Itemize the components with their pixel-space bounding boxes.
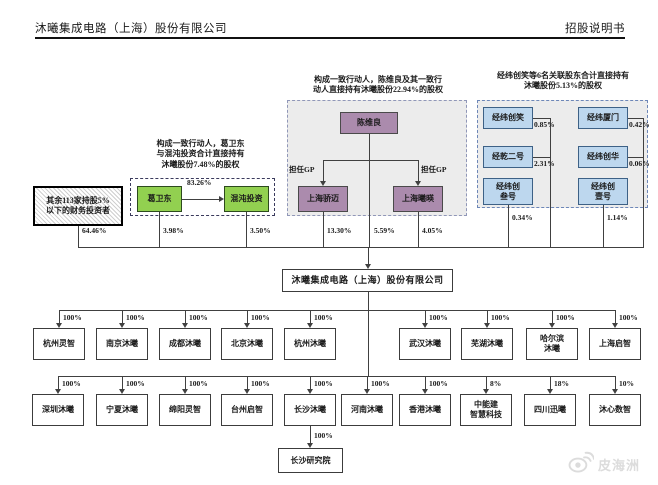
box-gewedong: 葛卫东 xyxy=(137,186,182,212)
box-shenzhen-muxi: 深圳沐曦 xyxy=(32,394,84,426)
box-shanghai-xiying: 上海曦暎 xyxy=(393,186,443,212)
box-beijing-muxi: 北京沐曦 xyxy=(221,328,273,360)
watermark: 皮海洲 xyxy=(568,450,640,478)
pct-row2-8: 18% xyxy=(554,379,569,388)
pct-row1-1: 100% xyxy=(126,313,145,322)
box-changsha-muxi: 长沙沐曦 xyxy=(284,394,336,426)
note-jingwei-group: 经纬创笑等6名关联股东合计直接持有 沐曦股份5.13%的股权 xyxy=(497,71,629,91)
pct-row1-7: 100% xyxy=(556,313,575,322)
box-chengdu-muxi: 成都沐曦 xyxy=(159,328,211,360)
pct-row1-2: 100% xyxy=(189,313,208,322)
box-mianyang-lingzhi: 绵阳灵智 xyxy=(159,394,211,426)
pct-row2-9: 10% xyxy=(619,379,634,388)
pct-row1-6: 100% xyxy=(491,313,510,322)
pct-row1-0: 100% xyxy=(63,313,82,322)
box-issuer-company: 沐曦集成电路（上海）股份有限公司 xyxy=(282,269,453,292)
box-jingwei-chuangxiao: 经纬创笑 xyxy=(483,107,533,129)
box-henan-muxi: 河南沐曦 xyxy=(341,394,393,426)
box-ningxia-muxi: 宁夏沐曦 xyxy=(96,394,148,426)
note-gewedong-group: 构成一致行动人，葛卫东 与混沌投资合计直接持有 沐曦股份7.48%的股权 xyxy=(156,139,245,169)
pct-jingwei-xiamen: 0.42% xyxy=(629,120,650,129)
box-wuhan-muxi: 武汉沐曦 xyxy=(399,328,451,360)
box-shanghai-jiaomai: 上海骄迈 xyxy=(298,186,348,212)
pct-jingqian-erhao: 2.31% xyxy=(534,159,555,168)
pct-row1-8: 100% xyxy=(619,313,638,322)
weibo-logo-icon xyxy=(568,450,595,478)
header-rule xyxy=(35,37,625,39)
pct-row1-5: 100% xyxy=(429,313,448,322)
box-hangzhou-muxi: 杭州沐曦 xyxy=(284,328,336,360)
pct-row2-7: 8% xyxy=(490,379,502,388)
pct-jingwei-yihao: 1.14% xyxy=(607,213,628,222)
box-taizhou-qizhi: 台州启智 xyxy=(221,394,273,426)
pct-jingwei-chuangxiao: 0.85% xyxy=(534,120,555,129)
pct-row1-4: 100% xyxy=(314,313,333,322)
box-jingwei-chuang-sanhao: 经纬创 叁号 xyxy=(483,178,533,205)
pct-row2-0: 100% xyxy=(62,379,81,388)
pct-row2-5: 100% xyxy=(371,379,390,388)
box-sichuan-xunxi: 四川迅曦 xyxy=(524,394,576,426)
pct-chenweiliang: 5.59% xyxy=(374,226,395,235)
label-gp-right: 担任GP xyxy=(421,165,447,174)
pct-research: 100% xyxy=(314,431,333,440)
box-nanjing-muxi: 南京沐曦 xyxy=(96,328,148,360)
pct-row2-2: 100% xyxy=(189,379,208,388)
pct-financial-investors: 64.46% xyxy=(82,226,107,235)
box-muxin-shuzhi: 沐心数智 xyxy=(589,394,641,426)
box-chenweiliang: 陈维良 xyxy=(340,112,398,134)
header-doc-title: 招股说明书 xyxy=(565,23,625,35)
pct-jingwei-sanhao: 0.34% xyxy=(512,213,533,222)
pct-gewedong: 3.98% xyxy=(163,226,184,235)
box-zhongnengjian-zhihui: 中能建 智慧科技 xyxy=(460,394,512,426)
box-hongkong-muxi: 香港沐曦 xyxy=(399,394,451,426)
pct-row2-3: 100% xyxy=(251,379,270,388)
pct-row2-6: 100% xyxy=(429,379,448,388)
pct-row1-3: 100% xyxy=(251,313,270,322)
box-hundun-investment: 混沌投资 xyxy=(224,186,269,212)
pct-jingwei-chuanghua: 0.06% xyxy=(629,159,650,168)
box-shanghai-qizhi: 上海启智 xyxy=(589,328,641,360)
box-changsha-research-institute: 长沙研究院 xyxy=(278,448,343,473)
box-haerbin-muxi: 哈尔滨 沐曦 xyxy=(526,328,578,360)
box-jingqian-erhao: 经乾二号 xyxy=(483,146,533,168)
note-chenweiliang-group: 构成一致行动人，陈维良及其一致行 动人直接持有沐曦股份22.94%的股权 xyxy=(313,75,443,95)
box-jingwei-chuanghua: 经纬创华 xyxy=(578,146,628,168)
label-gp-left: 担任GP xyxy=(289,165,315,174)
box-jingwei-xiamen: 经纬厦门 xyxy=(578,107,628,129)
box-jingwei-chuang-yihao: 经纬创 壹号 xyxy=(578,178,628,205)
header-company-title: 沐曦集成电路（上海）股份有限公司 xyxy=(35,23,227,35)
box-wuhu-muxi: 芜湖沐曦 xyxy=(461,328,513,360)
watermark-text: 皮海洲 xyxy=(598,457,641,473)
pct-gewedong-to-hundun: 83.26% xyxy=(187,178,212,187)
pct-jiaomai: 13.30% xyxy=(327,226,352,235)
group-gewedong-hundun xyxy=(130,178,275,216)
pct-row2-1: 100% xyxy=(126,379,145,388)
box-hangzhou-lingzhi: 杭州灵智 xyxy=(33,328,85,360)
pct-hundun: 3.50% xyxy=(250,226,271,235)
pct-row2-4: 100% xyxy=(314,379,333,388)
box-financial-investors: 其余113家持股5% 以下的财务投资者 xyxy=(33,186,123,226)
pct-xiying: 4.05% xyxy=(422,226,443,235)
